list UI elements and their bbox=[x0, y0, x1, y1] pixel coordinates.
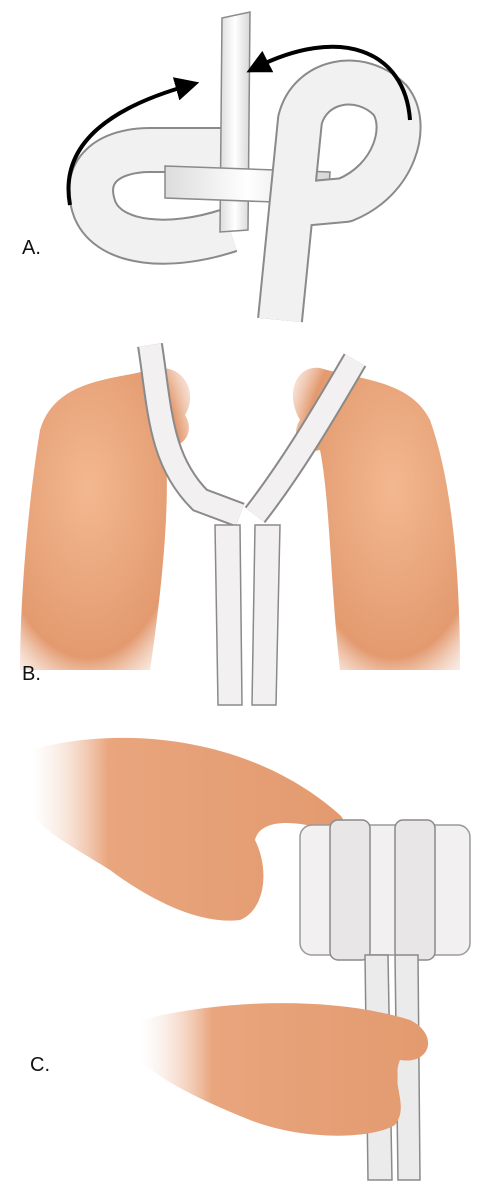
bandage-tail-left bbox=[215, 525, 242, 705]
step-a-figure bbox=[0, 0, 479, 340]
step-c-label: C. bbox=[30, 1055, 50, 1075]
lower-hand bbox=[140, 1003, 428, 1136]
bandage-wrap-2 bbox=[395, 820, 435, 960]
step-a-panel: A. bbox=[0, 0, 479, 340]
wrist-tail-right bbox=[395, 955, 420, 1180]
step-c-panel: C. bbox=[0, 720, 479, 1183]
wrist-bandage bbox=[300, 825, 470, 955]
step-b-panel: B. bbox=[0, 340, 479, 720]
bandage-wrap-1 bbox=[330, 820, 370, 960]
bandage-tail-right bbox=[252, 525, 280, 705]
step-b-label: B. bbox=[22, 664, 41, 684]
step-b-figure bbox=[0, 340, 479, 720]
upper-hand bbox=[30, 738, 343, 921]
step-c-figure bbox=[0, 720, 479, 1183]
right-loop-fill bbox=[280, 83, 399, 320]
step-a-label: A. bbox=[22, 238, 41, 258]
